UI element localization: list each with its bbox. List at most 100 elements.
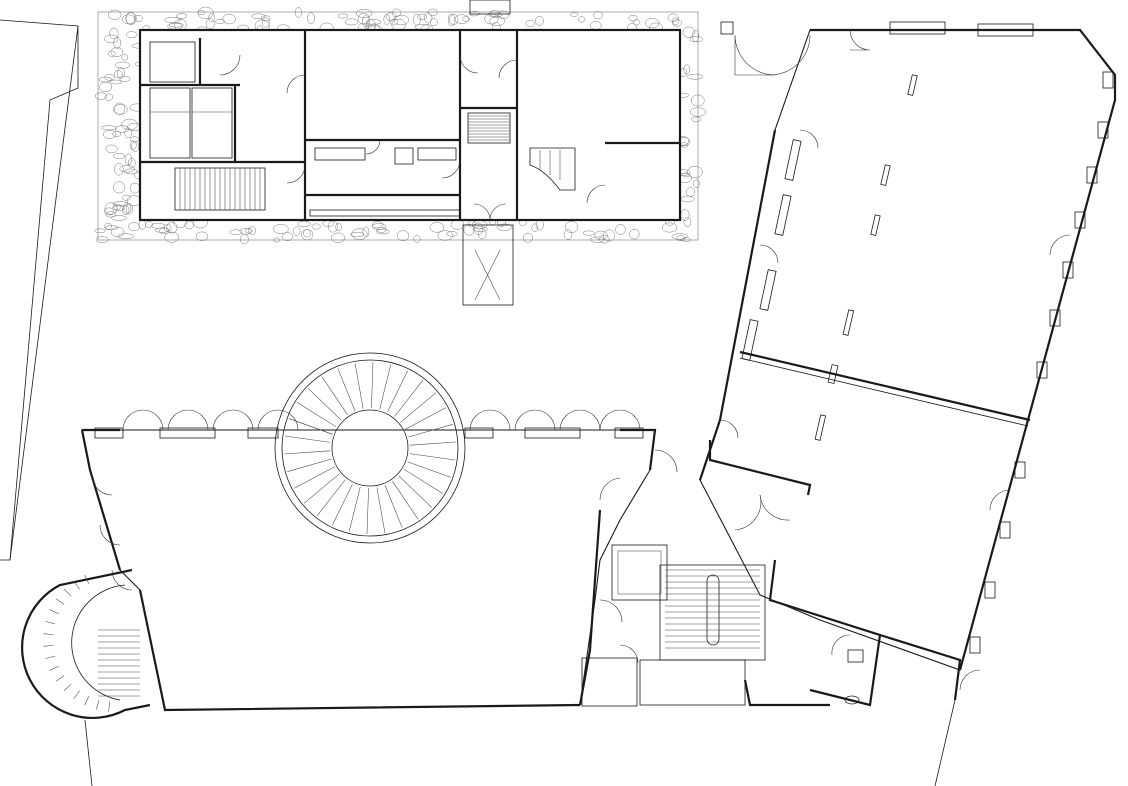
spiral-tread [400,392,437,423]
wall-pier [759,269,777,311]
rubble-stone [393,14,409,26]
rubble-stone [661,222,678,233]
gallery-side-doors [91,449,678,664]
rubble-stone [681,237,691,243]
rubble-stone [427,8,438,17]
tower-buttress [55,598,65,605]
rubble-stone [683,64,690,75]
spiral-tread [303,473,340,504]
tower-buttress [43,645,54,647]
rubble-stone [281,232,293,242]
house-interior [139,29,681,221]
spiral-tread [296,402,337,428]
rubble-stone [563,229,573,240]
wall-pier [1074,211,1086,229]
rubble-stone [273,237,281,243]
rubble-stone [564,221,579,233]
rubble-stone [119,75,131,82]
rubble-stone [357,12,370,25]
rubble-stone [447,13,456,27]
rubble-stone [691,116,702,122]
rubble-stone [385,12,397,21]
spiral-tread [293,466,335,489]
rubble-stone [628,14,638,22]
rubble-stone [337,13,349,19]
rubble-stone [109,27,119,40]
gallery-building [20,352,766,720]
rubble-stone [488,10,501,17]
house-partitions [140,30,680,220]
stone-house [94,0,706,306]
rubble-stone [593,11,604,20]
rubble-stone [128,222,140,231]
rubble-stone [362,15,370,27]
tower-buttress [43,633,54,635]
rubble-stone [168,22,184,28]
rubble-stone [437,230,454,241]
hall-side-doors [719,129,1071,511]
hall-wall-piers [741,71,1114,654]
spiral-tread [409,453,456,461]
spiral-tread [407,461,451,478]
tower-buttress [96,699,100,710]
tower-buttress [45,621,56,625]
spiral-tread [316,479,346,516]
rubble-stone [582,230,595,236]
rubble-stone [110,47,123,57]
spiral-tread [384,484,403,528]
rubble-stone [477,228,487,240]
rubble-stone [598,234,610,244]
rubble-stone [95,236,109,243]
tower-buttress [84,696,90,706]
tower-buttress [63,588,72,597]
tower-buttress [63,683,72,692]
rubble-stone [115,125,130,133]
spiral-tread [379,364,392,410]
rubble-stone [104,207,115,216]
rubble-stone [577,16,586,23]
rubble-stone [335,223,342,232]
rubble-stone [111,205,125,211]
spiral-tread [289,418,333,435]
window-arc [257,409,299,431]
gallery-lower-rooms [581,657,746,707]
rubble-stone [134,14,143,22]
rubble-stone [525,19,535,28]
rubble-stone [376,228,390,235]
beds [149,41,233,159]
rubble-stone [205,18,215,30]
tower-buttress [45,655,56,659]
rubble-stone [682,26,695,38]
rubble-stone [522,232,533,243]
rubble-stone [590,236,605,243]
rubble-stone [362,226,370,238]
spiral-tread [387,370,408,413]
rubble-stone [112,131,122,137]
site-boundary [0,19,956,786]
rubble-stone [121,118,138,131]
spiral-tread [321,376,348,415]
rubble-stone [166,221,178,234]
service-rooms [708,440,981,707]
hall-columns [814,74,918,441]
rubble-stone [110,227,125,238]
wall-pier [969,636,981,654]
central-stair [659,564,766,661]
rubble-stone [129,140,137,150]
spiral-tread [394,380,424,417]
rubble-stone [497,10,510,19]
rubble-stone [113,153,125,159]
rubble-stone [615,224,626,235]
rubble-stone [176,13,188,19]
rubble-stone [117,233,135,239]
wall-pier [774,194,792,236]
rubble-stone [570,12,579,17]
window-arc [599,409,641,431]
round-stair-tower [20,568,151,720]
rubble-stone [125,12,136,25]
rubble-stone [222,13,236,25]
rubble-stone [245,227,253,234]
rubble-stone [261,17,270,28]
rubble-stone [531,223,539,233]
